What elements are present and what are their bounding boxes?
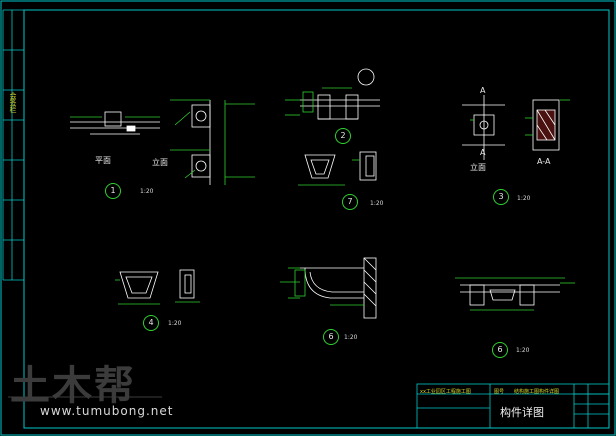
section-label-aa: A-A	[537, 157, 551, 166]
side-sign-off-label: 会签栏	[9, 92, 17, 113]
view-label-elevation: 立面	[152, 158, 168, 167]
detail-4	[115, 269, 200, 305]
title-block-project: xx工业园区工程施工图	[420, 389, 471, 395]
detail-1	[70, 99, 255, 185]
detail-number-1: 1	[105, 183, 121, 199]
section-mark-a-top: A	[480, 86, 486, 95]
side-strip	[2, 9, 24, 281]
watermark-url: www.tumubong.net	[40, 404, 174, 418]
detail-scale-1: 1:20	[140, 188, 154, 195]
detail-number-6-center: 6	[323, 329, 339, 345]
detail-7	[298, 151, 377, 186]
detail-scale-6-right: 1:20	[516, 347, 530, 354]
detail-scale-6-center: 1:20	[344, 334, 358, 341]
detail-number-2: 2	[335, 128, 351, 144]
view-label-plan: 平面	[95, 156, 111, 165]
title-block-title: 构件详图	[500, 406, 544, 419]
detail-6	[455, 277, 575, 311]
detail-5	[280, 257, 377, 319]
detail-number-4: 4	[143, 315, 159, 331]
watermark-brand: 土木帮	[10, 362, 136, 409]
detail-scale-3: 1:20	[517, 195, 531, 202]
inner-frame	[23, 9, 610, 429]
detail-number-6-right: 6	[492, 342, 508, 358]
title-block	[416, 383, 610, 429]
title-block-code: 图号	[494, 389, 505, 395]
detail-number-3: 3	[493, 189, 509, 205]
detail-2	[285, 68, 380, 120]
view-label-elevation-3: 立面	[470, 163, 486, 172]
section-mark-a-bottom: A	[480, 148, 486, 157]
detail-scale-7: 1:20	[370, 200, 384, 207]
detail-3	[462, 95, 570, 160]
title-block-subject: 结构施工图构件详图	[514, 389, 560, 395]
detail-number-7: 7	[342, 194, 358, 210]
detail-scale-4: 1:20	[168, 320, 182, 327]
